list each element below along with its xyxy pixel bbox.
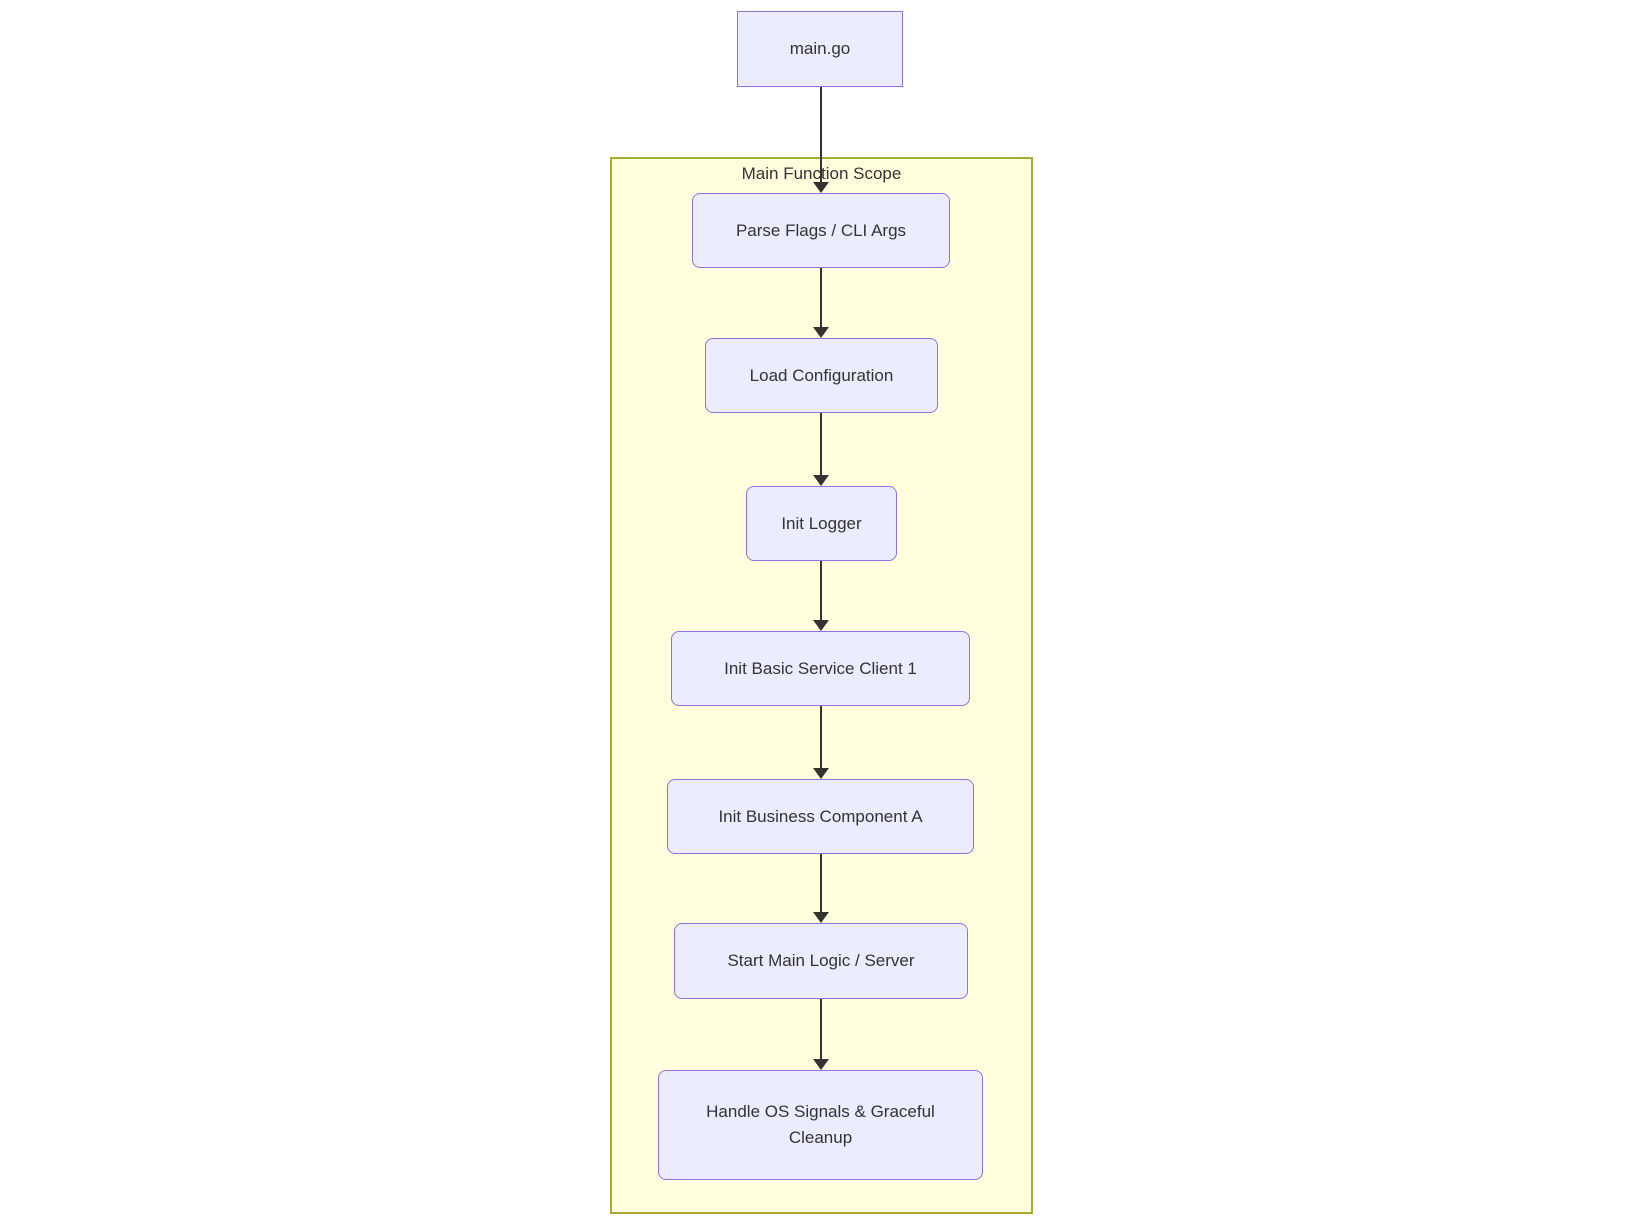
node-init-logger: Init Logger bbox=[746, 486, 897, 561]
arrowhead-down-icon bbox=[812, 1059, 829, 1070]
edge-load-config-to-init-logger bbox=[812, 413, 829, 486]
arrowhead-down-icon bbox=[812, 620, 829, 631]
node-main-go: main.go bbox=[737, 11, 903, 87]
node-load-configuration: Load Configuration bbox=[705, 338, 938, 413]
arrowhead-down-icon bbox=[812, 768, 829, 779]
node-handle-os-signals: Handle OS Signals & Graceful Cleanup bbox=[658, 1070, 983, 1180]
arrowhead-down-icon bbox=[812, 475, 829, 486]
edge-line bbox=[819, 413, 822, 475]
edge-start-main-logic-to-handle-signals bbox=[812, 999, 829, 1070]
edge-line bbox=[819, 999, 822, 1059]
arrowhead-down-icon bbox=[812, 182, 829, 193]
arrowhead-down-icon bbox=[812, 912, 829, 923]
edge-line bbox=[819, 706, 822, 768]
edge-line bbox=[819, 268, 822, 327]
arrowhead-down-icon bbox=[812, 327, 829, 338]
node-parse-flags: Parse Flags / CLI Args bbox=[692, 193, 950, 268]
edge-init-logger-to-init-service-client bbox=[812, 561, 829, 631]
edge-init-service-client-to-business-component bbox=[812, 706, 829, 779]
edge-line bbox=[819, 854, 822, 912]
node-start-main-logic: Start Main Logic / Server bbox=[674, 923, 968, 999]
edge-main-to-parse-flags bbox=[812, 87, 829, 193]
edge-parse-flags-to-load-config bbox=[812, 268, 829, 338]
edge-line bbox=[819, 87, 822, 182]
edge-line bbox=[819, 561, 822, 620]
node-init-basic-service-client: Init Basic Service Client 1 bbox=[671, 631, 970, 706]
edge-business-component-to-start-main-logic bbox=[812, 854, 829, 923]
node-init-business-component: Init Business Component A bbox=[667, 779, 974, 854]
